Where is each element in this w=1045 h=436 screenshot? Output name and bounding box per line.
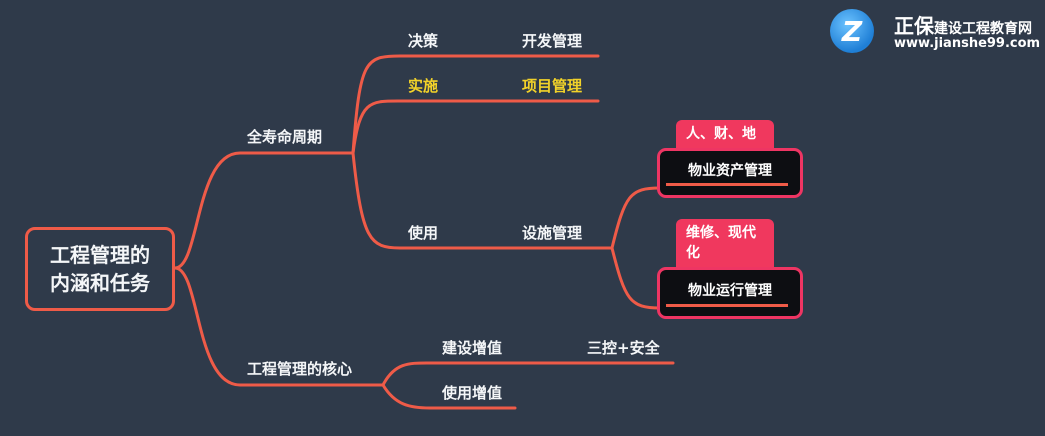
brand-url: www.jianshe99.com	[894, 36, 1041, 51]
node-implementation[interactable]: 实施	[408, 77, 439, 95]
node-use[interactable]: 使用	[408, 224, 439, 242]
root-node[interactable]: 工程管理的 内涵和任务	[25, 227, 175, 311]
node-three-controls-safety[interactable]: 三控+安全	[587, 339, 660, 357]
node-project-mgmt[interactable]: 项目管理	[522, 77, 583, 95]
tag-line-1: 维修、现代	[686, 225, 756, 241]
property-asset-mgmt-label: 物业资产管理	[688, 163, 772, 179]
brand-subtitle: 建设工程教育网	[934, 21, 1032, 37]
brand-name: 正保	[894, 14, 934, 38]
z-swirl-logo-icon: Z	[830, 9, 874, 53]
brand-title: 正保建设工程教育网	[894, 10, 1032, 39]
root-line-1: 工程管理的	[50, 243, 150, 267]
property-operation-mgmt-label: 物业运行管理	[688, 283, 772, 299]
node-decision[interactable]: 决策	[408, 32, 439, 50]
branch-lifecycle[interactable]: 全寿命周期	[247, 128, 323, 146]
node-property-asset-mgmt[interactable]: 物业资产管理	[657, 148, 803, 198]
root-line-2: 内涵和任务	[50, 271, 150, 295]
node-facility-mgmt[interactable]: 设施管理	[522, 224, 583, 242]
tag-line-2: 化	[686, 245, 700, 261]
node-construction-value[interactable]: 建设增值	[442, 339, 503, 357]
brand-logo: Z 正保建设工程教育网 www.jianshe99.com	[826, 4, 1041, 54]
node-use-value[interactable]: 使用增值	[442, 384, 503, 402]
underline	[666, 183, 788, 186]
underline	[666, 304, 788, 307]
node-development-mgmt[interactable]: 开发管理	[522, 32, 583, 50]
branch-core[interactable]: 工程管理的核心	[247, 360, 353, 378]
node-property-operation-mgmt[interactable]: 物业运行管理	[657, 267, 803, 319]
tag-maintenance-modernization: 维修、现代 化	[676, 219, 774, 269]
tag-people-money-land: 人、财、地	[676, 120, 774, 150]
